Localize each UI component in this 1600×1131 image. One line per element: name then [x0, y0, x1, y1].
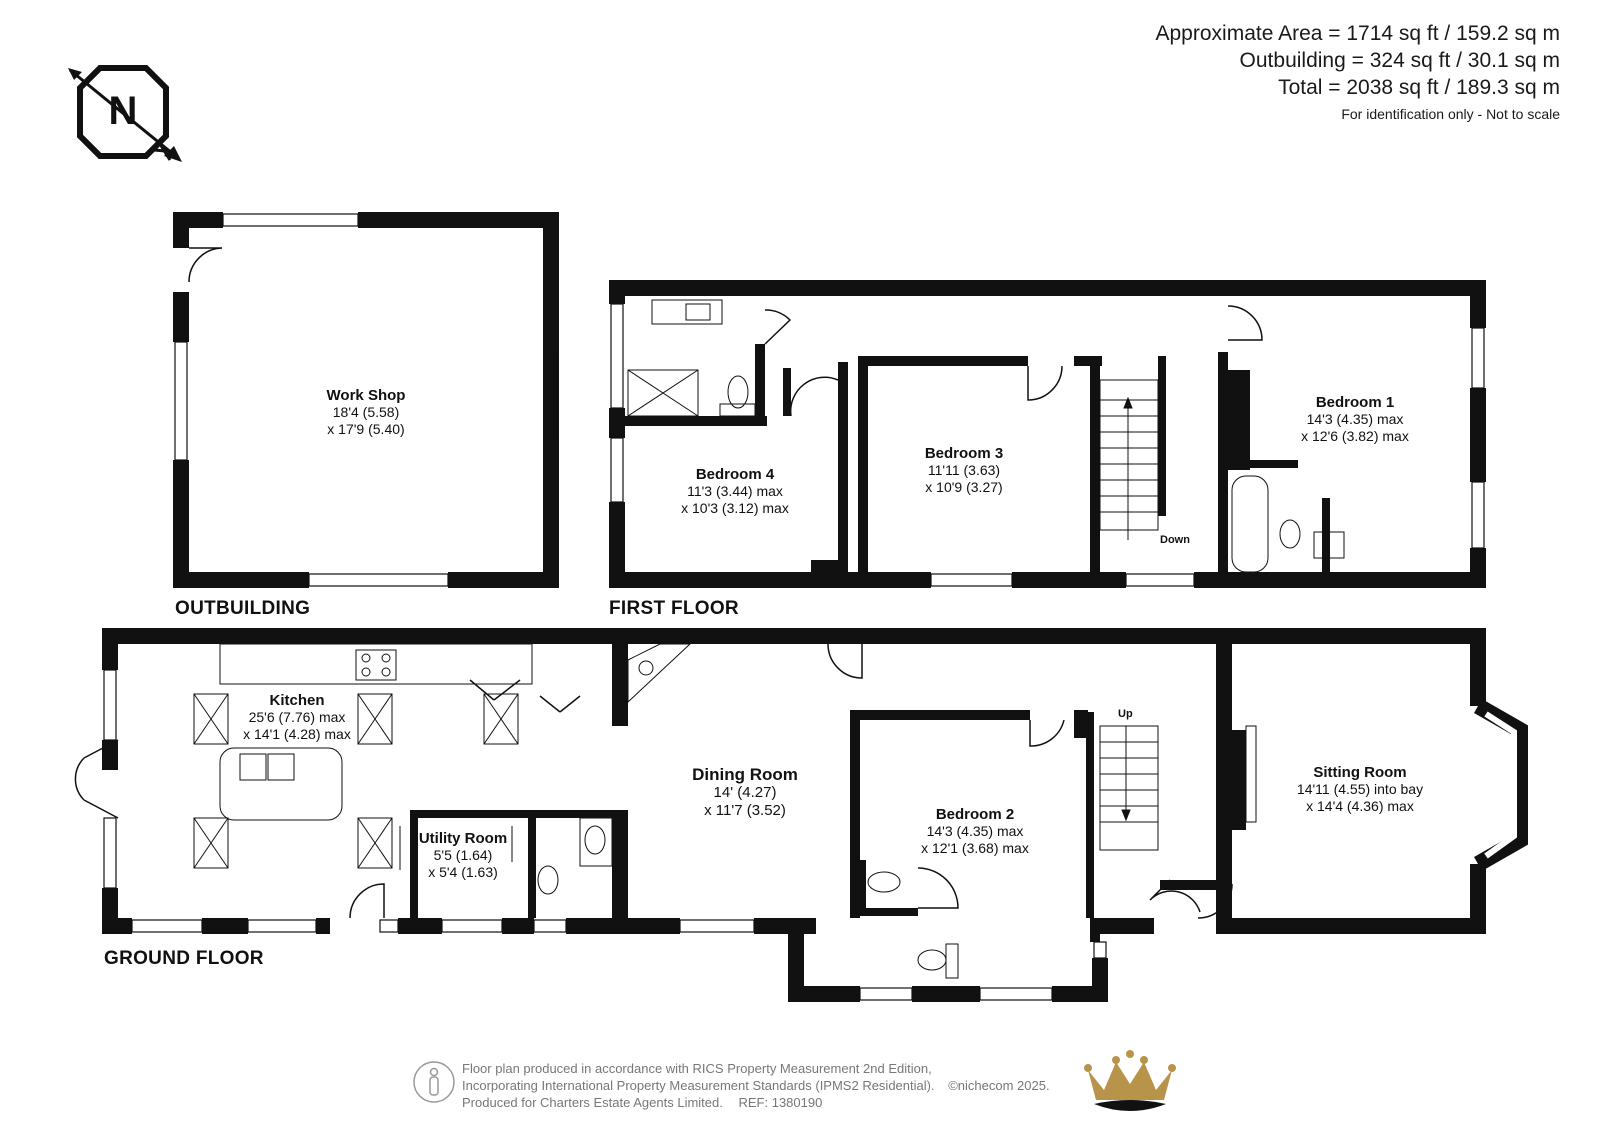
- stairs-down-label: Down: [1160, 534, 1190, 546]
- stairs: [1099, 379, 1159, 851]
- room-name: Bedroom 2: [935, 806, 1015, 823]
- stairs-up-label: Up: [1118, 708, 1133, 720]
- room-sitting: Sitting Room 14'11 (4.55) into bay x 14'…: [1280, 764, 1440, 815]
- area-summary: Approximate Area = 1714 sq ft / 159.2 sq…: [1156, 20, 1561, 127]
- reference: REF: 1380190: [738, 1095, 823, 1110]
- windows: [103, 213, 1485, 1001]
- room-name: Bedroom 1: [1315, 394, 1395, 411]
- room-dimension: 14'11 (4.55) into bay: [1296, 781, 1424, 797]
- room-name: Bedroom 3: [924, 445, 1004, 462]
- room-dimension: 25'6 (7.76) max: [248, 709, 346, 725]
- room-name: Work Shop: [326, 387, 406, 404]
- room-dimension: x 14'1 (4.28) max: [243, 726, 351, 742]
- room-dimension: x 10'3 (3.12) max: [681, 500, 789, 516]
- footer-line: Produced for Charters Estate Agents Limi…: [462, 1095, 723, 1110]
- room-dimension: 5'5 (1.64): [433, 847, 493, 863]
- room-dimension: 14' (4.27): [713, 784, 777, 801]
- bay-window: [1474, 699, 1528, 871]
- room-workshop: Work Shop 18'4 (5.58) x 17'9 (5.40): [306, 387, 426, 438]
- rics-figure-icon: [413, 1061, 455, 1103]
- footer-line: Floor plan produced in accordance with R…: [462, 1061, 932, 1076]
- approximate-area: Approximate Area = 1714 sq ft / 159.2 sq…: [1155, 22, 1561, 45]
- footer-line-with-ref: Produced for Charters Estate Agents Limi…: [462, 1094, 1050, 1111]
- room-dining: Dining Room 14' (4.27) x 11'7 (3.52): [680, 766, 810, 820]
- footer-text: Floor plan produced in accordance with R…: [462, 1060, 1050, 1111]
- crown-logo-icon: [1084, 1050, 1176, 1111]
- room-dimension: x 12'1 (3.68) max: [921, 840, 1029, 856]
- room-dimension: x 10'9 (3.27): [925, 479, 1003, 495]
- room-dimension: 14'3 (4.35) max: [1306, 411, 1404, 427]
- room-dimension: 11'11 (3.63): [927, 462, 1001, 478]
- room-name: Utility Room: [418, 830, 508, 847]
- outbuilding-area: Outbuilding = 324 sq ft / 30.1 sq m: [1239, 49, 1560, 72]
- room-dimension: x 17'9 (5.40): [327, 421, 405, 437]
- walls: [102, 212, 1486, 1002]
- room-name: Kitchen: [269, 692, 325, 709]
- room-dimension: 11'3 (3.44) max: [687, 483, 783, 499]
- room-name: Dining Room: [692, 765, 798, 784]
- scale-note: For identification only - Not to scale: [1341, 106, 1560, 122]
- north-compass-icon: N: [68, 65, 182, 162]
- room-dimension: x 14'4 (4.36) max: [1306, 798, 1414, 814]
- compass-letter: N: [109, 89, 138, 133]
- room-dimension: 18'4 (5.58): [332, 404, 400, 420]
- room-bedroom-3: Bedroom 3 11'11 (3.63) x 10'9 (3.27): [904, 445, 1024, 496]
- room-utility: Utility Room 5'5 (1.64) x 5'4 (1.63): [414, 830, 512, 881]
- room-dimension: x 11'7 (3.52): [704, 802, 786, 819]
- room-bedroom-2: Bedroom 2 14'3 (4.35) max x 12'1 (3.68) …: [900, 806, 1050, 857]
- room-bedroom-1: Bedroom 1 14'3 (4.35) max x 12'6 (3.82) …: [1280, 394, 1430, 445]
- room-dimension: x 12'6 (3.82) max: [1301, 428, 1409, 444]
- room-kitchen: Kitchen 25'6 (7.76) max x 14'1 (4.28) ma…: [222, 692, 372, 743]
- room-dimension: x 5'4 (1.63): [428, 864, 498, 880]
- footer-line: Incorporating International Property Mea…: [462, 1078, 935, 1093]
- footer-line-with-copyright: Incorporating International Property Mea…: [462, 1077, 1050, 1094]
- copyright: ©nichecom 2025.: [948, 1078, 1050, 1093]
- room-name: Bedroom 4: [695, 466, 775, 483]
- room-bedroom-4: Bedroom 4 11'3 (3.44) max x 10'3 (3.12) …: [660, 466, 810, 517]
- first-floor-label: FIRST FLOOR: [609, 598, 739, 619]
- ground-floor-label: GROUND FLOOR: [104, 948, 264, 969]
- room-name: Sitting Room: [1313, 764, 1407, 781]
- fixtures: [193, 299, 1345, 979]
- door-swings: [74, 247, 1263, 919]
- total-area: Total = 2038 sq ft / 189.3 sq m: [1278, 76, 1560, 99]
- outbuilding-label: OUTBUILDING: [175, 598, 311, 619]
- room-dimension: 14'3 (4.35) max: [926, 823, 1024, 839]
